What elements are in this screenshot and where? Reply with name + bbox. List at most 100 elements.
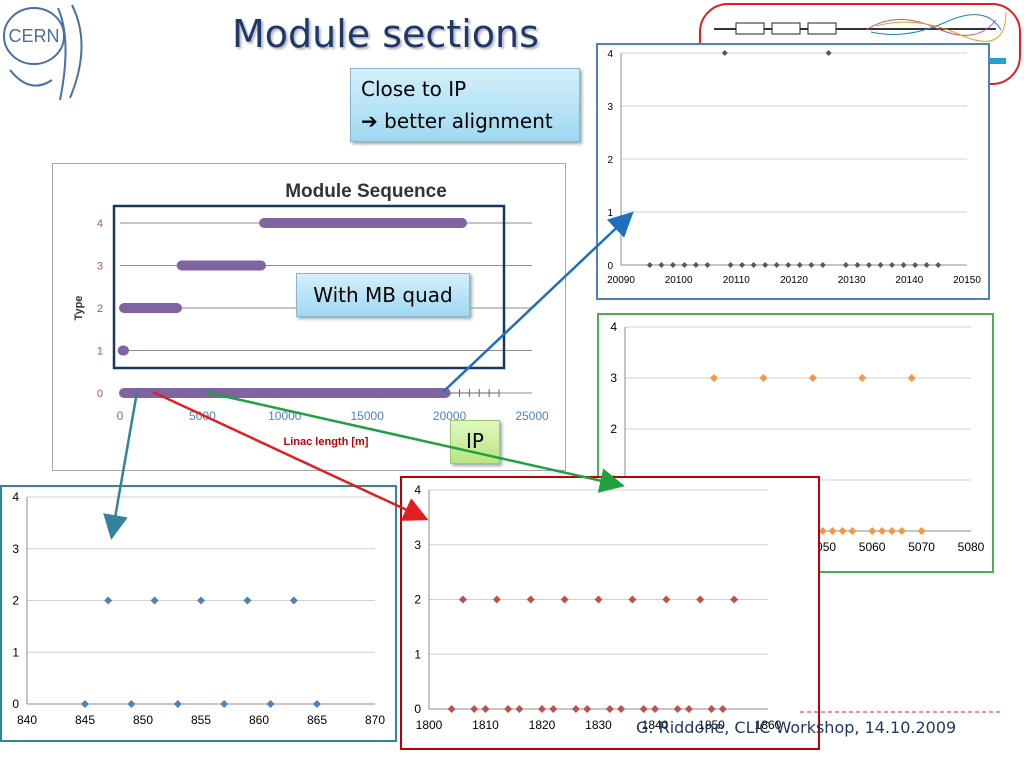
x-tick-label: 20140 [895,275,923,286]
data-point [646,262,653,268]
data-point [709,374,718,382]
data-point [912,262,919,268]
chart-frame [0,485,397,742]
data-point [854,262,861,268]
data-point [662,595,671,604]
x-tick-label: 20120 [780,275,808,286]
data-point [900,262,907,268]
x-tick-label: 20110 [723,275,751,286]
data-point [684,705,693,713]
data-point [762,262,769,268]
x-tick-label: 860 [249,713,269,727]
y-tick-label: 2 [414,593,421,607]
y-tick-label: 1 [607,208,613,219]
data-point [865,262,872,268]
data-point [526,595,535,604]
x-tick-label: 1800 [416,718,443,732]
x-tick-label: 10000 [268,409,302,423]
data-point [887,527,896,535]
data-point [81,700,89,708]
data-point [696,595,705,604]
data-point [583,705,592,713]
y-tick-label: 1 [414,647,421,661]
x-tick-label: 25000 [515,409,549,423]
ip-callout: IP [450,420,500,464]
y-tick-label: 3 [610,371,617,385]
page-title: Module sections [232,12,539,56]
footer-text: G. Riddone, CLIC Workshop, 14.10.2009 [636,718,957,737]
data-point [628,595,637,604]
cern-logo: CERN [3,4,83,101]
chart-title: Module Sequence [285,181,447,202]
y-tick-label: 3 [12,542,19,556]
x-tick-label: 20130 [838,275,866,286]
y-tick-label: 4 [607,49,613,60]
data-point [458,595,467,604]
callout-line-2: better alignment [384,109,553,133]
y-tick-label: 0 [607,261,613,272]
y-tick-label: 0 [97,388,103,400]
data-point [730,595,739,604]
y-axis-label: Type [73,296,85,321]
data-point [639,705,648,713]
data-point [243,596,252,605]
data-point [104,596,113,605]
callout-line-1: Close to IP [361,77,467,101]
cern-logo-text: CERN [8,26,59,46]
y-tick-label: 1 [97,346,103,358]
data-point [917,527,926,535]
y-tick-label: 0 [12,697,19,711]
y-tick-label: 4 [414,483,421,497]
x-tick-label: 20100 [665,275,693,286]
data-point [492,595,501,604]
arrow-right-icon: ➔ [361,109,385,133]
data-point [669,262,676,268]
x-tick-label: 5080 [958,540,985,554]
x-tick-label: 5060 [859,540,886,554]
data-point [718,705,727,713]
data-point [907,374,916,382]
x-tick-label: 1830 [585,718,612,732]
data-point [808,262,815,268]
data-point [877,262,884,268]
x-tick-label: 20150 [953,275,981,286]
x-tick-label: 845 [75,713,95,727]
data-point [127,700,136,708]
y-tick-label: 3 [97,261,103,273]
x-axis-label: Linac length [m] [284,436,369,448]
data-point [481,705,490,713]
data-point [825,50,832,56]
data-point [842,262,849,268]
data-point [727,262,734,268]
y-tick-label: 3 [607,102,613,113]
data-point [838,527,847,535]
data-point [538,705,546,713]
data-point [658,262,665,268]
close-to-ip-callout: Close to IP ➔ better alignment [350,68,580,142]
x-tick-label: 870 [365,713,385,727]
data-point [818,527,827,535]
x-tick-label: 1820 [529,718,556,732]
data-point [808,374,817,382]
data-point [759,374,768,382]
data-point [796,262,803,268]
x-tick-label: 15000 [351,409,385,423]
data-point [785,262,792,268]
data-point [704,262,711,268]
y-tick-label: 4 [97,218,103,230]
data-point [692,262,699,268]
data-point [504,705,513,713]
data-point [868,527,877,535]
x-tick-label: 5070 [908,540,935,554]
x-tick-label: 1840 [642,718,669,732]
with-mb-quad-callout: With MB quad [296,273,470,317]
x-tick-label: 855 [191,713,211,727]
data-point [819,262,826,268]
chart-frame [400,476,820,750]
x-tick-label: 1850 [698,718,725,732]
data-point [549,705,558,713]
data-point [897,527,906,535]
data-point [889,262,896,268]
data-point [266,700,275,708]
